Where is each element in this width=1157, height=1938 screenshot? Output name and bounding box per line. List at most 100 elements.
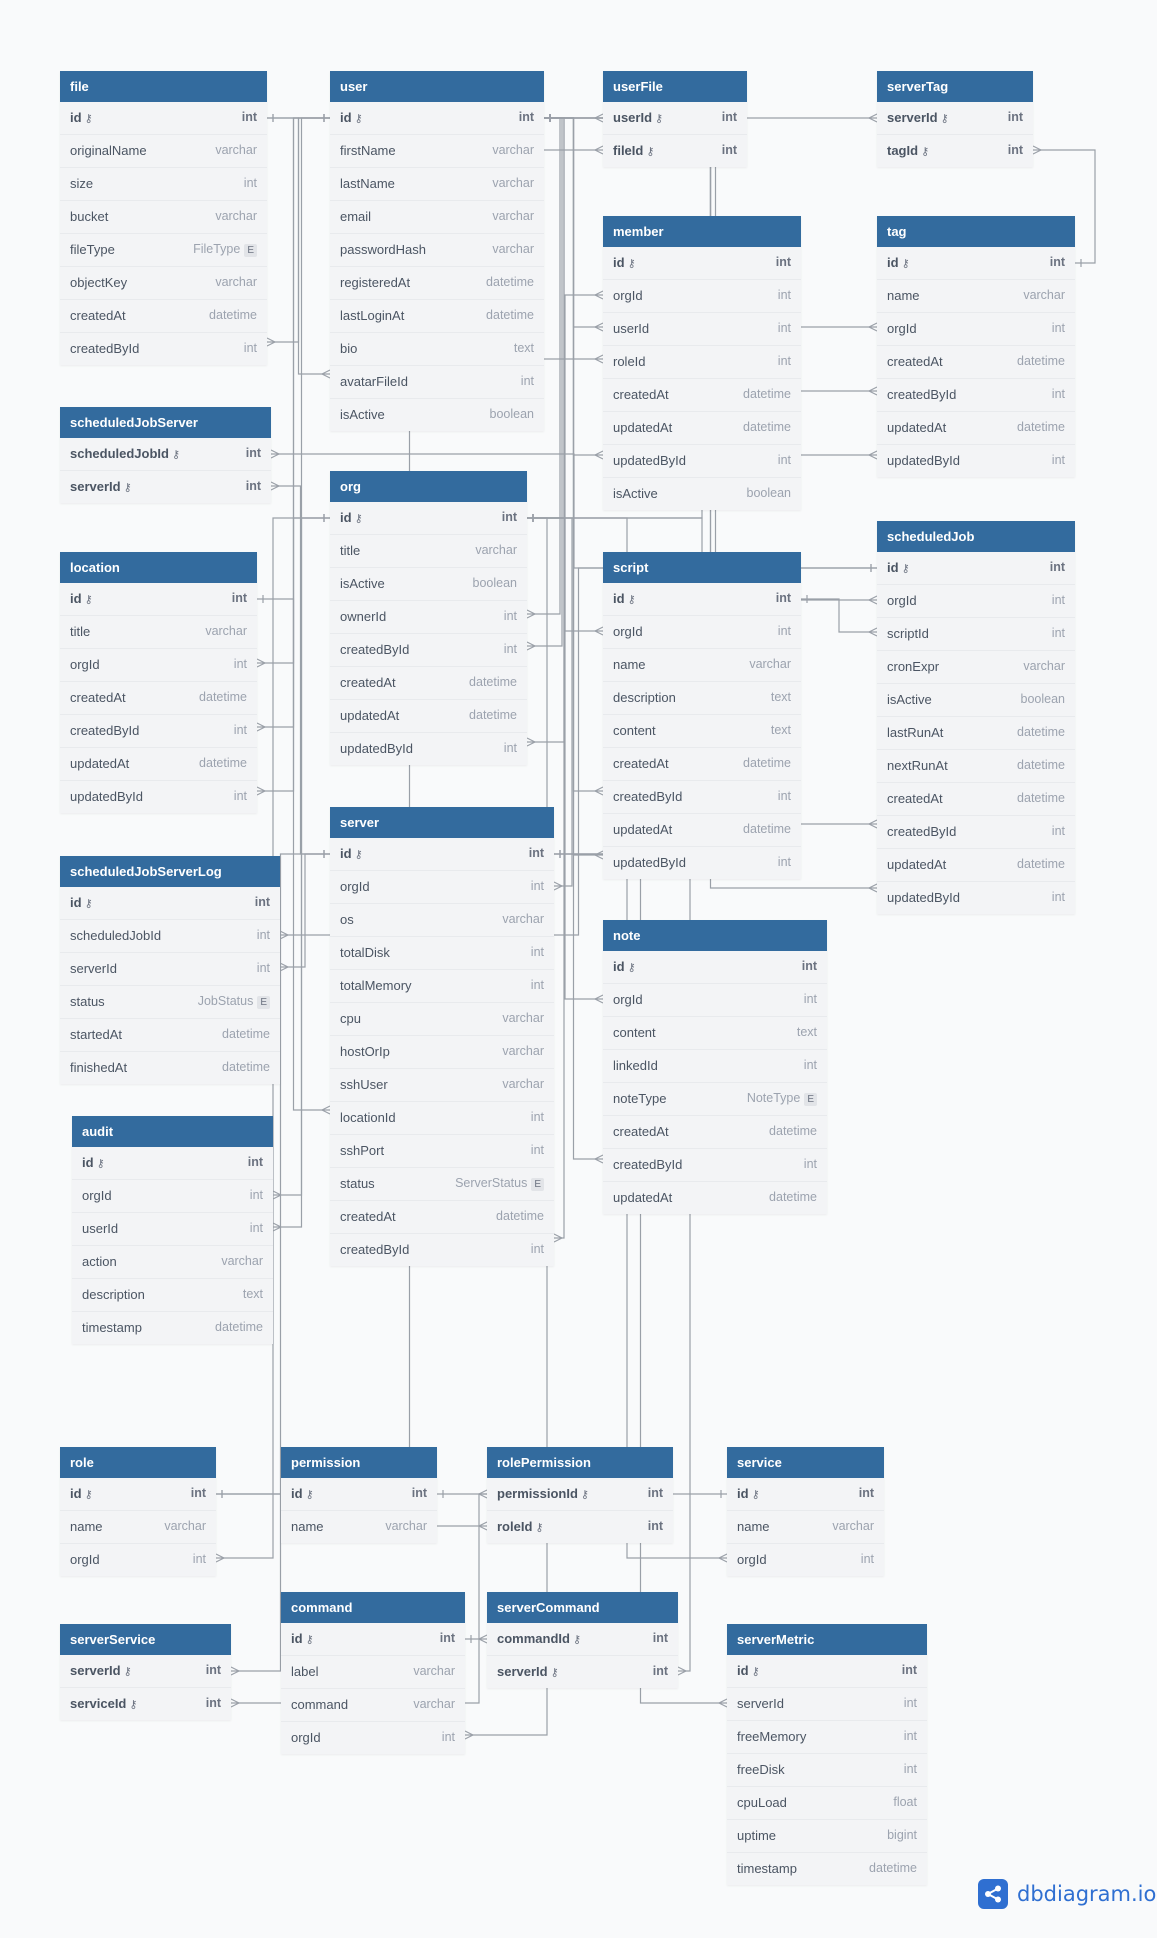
table-header[interactable]: member <box>603 216 801 247</box>
relationship-line[interactable] <box>544 117 603 1160</box>
field-row[interactable]: serverId⚷int <box>877 102 1033 135</box>
relationship-line[interactable] <box>1033 149 1096 264</box>
relationship-line[interactable] <box>267 117 330 375</box>
table-header[interactable]: service <box>727 1447 884 1478</box>
table-header[interactable]: userFile <box>603 71 747 102</box>
field-row[interactable]: userId⚷int <box>603 102 747 135</box>
table-header[interactable]: user <box>330 71 544 102</box>
table-header[interactable]: location <box>60 552 257 583</box>
field-row[interactable]: tagId⚷int <box>877 135 1033 167</box>
field-row[interactable]: scheduledJobId⚷int <box>60 438 271 471</box>
field-row[interactable]: id⚷int <box>72 1147 273 1180</box>
field-row[interactable]: commandId⚷int <box>487 1623 678 1656</box>
relationship-line[interactable] <box>271 485 330 855</box>
table-header[interactable]: role <box>60 1447 216 1478</box>
field-row[interactable]: id⚷int <box>60 102 267 135</box>
table-header[interactable]: script <box>603 552 801 583</box>
field-row[interactable]: id⚷int <box>60 1478 216 1511</box>
field-row[interactable]: id⚷int <box>877 552 1075 585</box>
field-row[interactable]: id⚷int <box>330 102 544 135</box>
table-header[interactable]: note <box>603 920 827 951</box>
table-header[interactable]: audit <box>72 1116 273 1147</box>
table-header[interactable]: server <box>330 807 554 838</box>
table-header[interactable]: permission <box>281 1447 437 1478</box>
field-row[interactable]: id⚷int <box>603 951 827 984</box>
table-header[interactable]: org <box>330 471 527 502</box>
table-header[interactable]: serverService <box>60 1624 231 1655</box>
table-header[interactable]: scheduledJobServerLog <box>60 856 280 887</box>
table-header[interactable]: rolePermission <box>487 1447 673 1478</box>
table-header[interactable]: serverMetric <box>727 1624 927 1655</box>
table-header[interactable]: file <box>60 71 267 102</box>
table-header[interactable]: tag <box>877 216 1075 247</box>
